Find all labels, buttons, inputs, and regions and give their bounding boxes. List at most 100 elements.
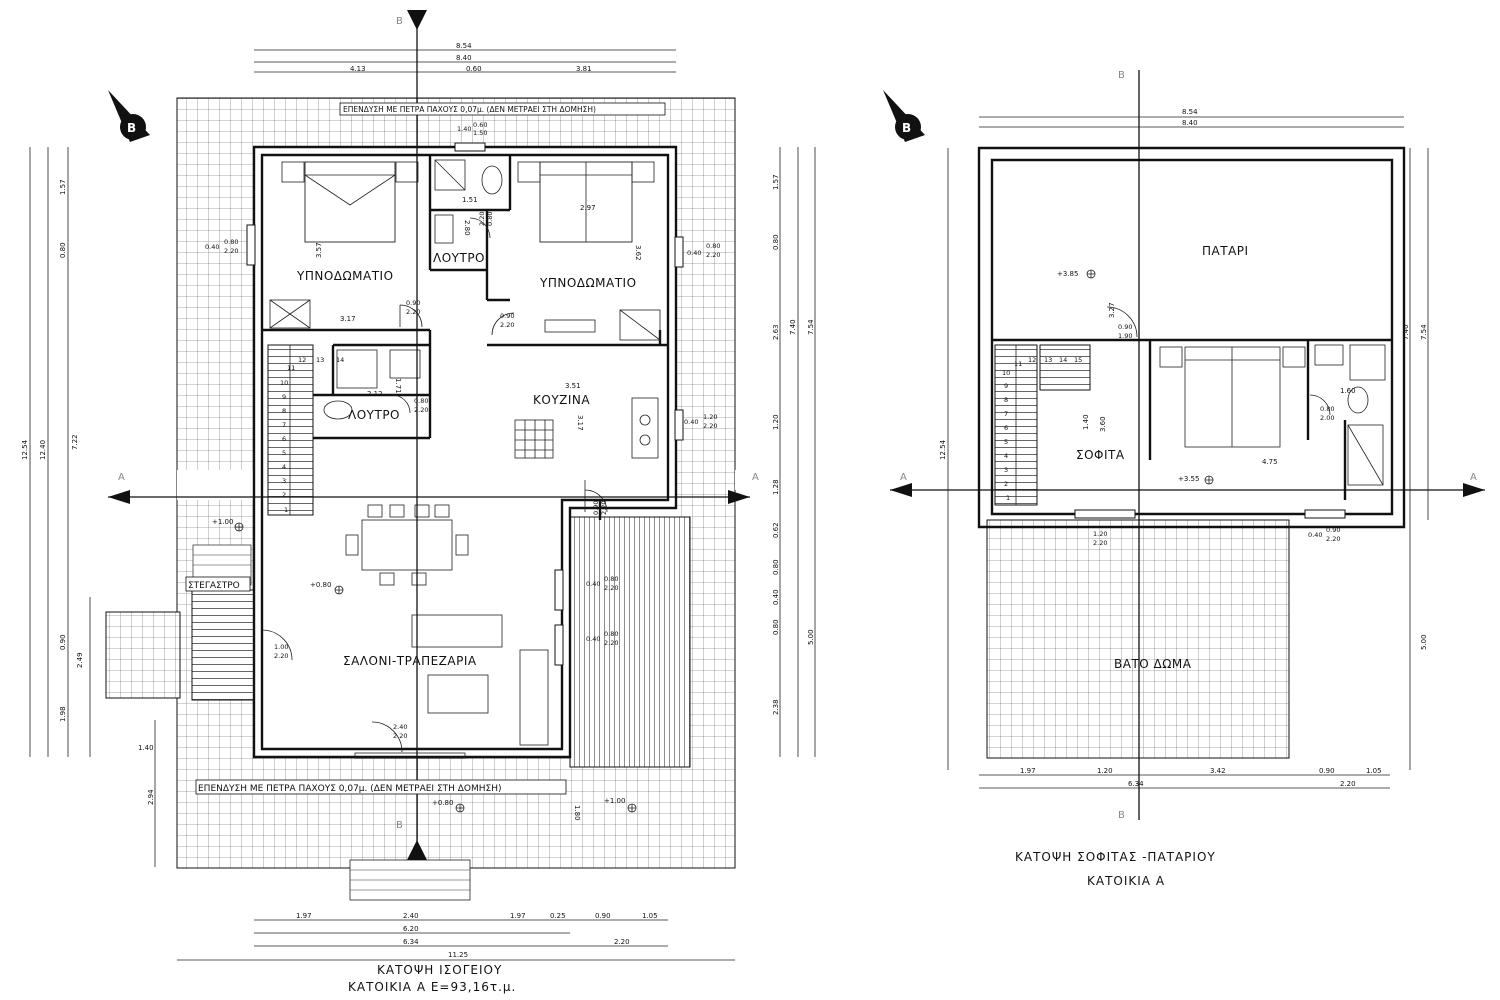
attic-dim-right: 7.40: [1402, 324, 1410, 340]
attic-dim-interior: 4.75: [1262, 458, 1278, 466]
stair-step: 11: [287, 364, 295, 372]
level-loft: +3.85: [1057, 270, 1078, 278]
dim-bottom: 11.25: [448, 951, 468, 959]
room-canopy: ΣΤΕΓΑΣΤΡΟ: [188, 581, 240, 591]
dim-right: 0.80: [772, 619, 780, 635]
room-kitchen: ΚΟΥΖΙΝΑ: [533, 393, 590, 407]
attic-dim-bottom: 3.42: [1210, 767, 1226, 775]
dim-bottom: 1.97: [296, 912, 312, 920]
level-yard: +1.00: [604, 797, 625, 805]
attic-stair-step: 2: [1004, 480, 1008, 488]
north-arrow-icon-attic: [895, 114, 921, 140]
dim-interior: 3.17: [576, 415, 584, 431]
dim-left: 0.90: [59, 634, 67, 650]
section-mark-a: A: [118, 472, 125, 483]
room-living: ΣΑΛΟΝΙ-ΤΡΑΠΕΖΑΡΙΑ: [343, 654, 477, 668]
dim-interior: 3.62: [634, 245, 642, 261]
attic-stair-step: 7: [1004, 410, 1008, 418]
dim-left: 12.54: [21, 439, 29, 460]
attic-stair-step: 15: [1074, 356, 1082, 364]
north-arrow-icon: [120, 114, 146, 140]
dim-right: 0.62: [772, 522, 780, 538]
stair-step: 13: [316, 356, 324, 364]
level-attic: +3.55: [1178, 475, 1199, 483]
window-label: 0.80: [224, 238, 238, 246]
stair-step: 3: [282, 477, 286, 485]
attic-door-label: 0.80: [1320, 405, 1334, 413]
window-label: 1.40: [457, 125, 471, 133]
dim-interior: 2.12: [367, 390, 383, 398]
window-label: 0.60: [473, 121, 487, 129]
door-label: 0.90: [406, 299, 420, 307]
north-label: B: [127, 121, 136, 135]
attic-dim-bottom: 2.20: [1340, 780, 1356, 788]
attic-dim-interior: 1.40: [1082, 414, 1090, 430]
section-mark-b: B: [396, 16, 403, 27]
door-label: 2.40: [393, 723, 407, 731]
stair-step: 7: [282, 421, 286, 429]
attic-section-mark-b: B: [1118, 70, 1125, 81]
dim-right: 1.57: [772, 174, 780, 190]
attic-stair-step: 13: [1044, 356, 1052, 364]
dim-interior: 3.17: [340, 315, 356, 323]
stair-step: 1: [284, 506, 288, 514]
dim-left: 2.49: [76, 652, 84, 668]
stair-step: 6: [282, 435, 286, 443]
dim-stair-width: 1.40: [138, 744, 154, 752]
attic-north-label: B: [902, 121, 911, 135]
attic-stair-step: 11: [1014, 360, 1022, 368]
window-label: 2.20: [604, 639, 618, 647]
door-label: 0.90: [592, 501, 600, 515]
room-bathroom-top: ΛΟΥΤΡΟ: [433, 251, 485, 265]
attic-door-label: 0.90: [1118, 323, 1132, 331]
dim-interior: 1.71: [394, 378, 402, 394]
attic-stair-step: 10: [1002, 369, 1010, 377]
dim-right: 1.20: [772, 414, 780, 430]
dim-bottom: 2.40: [403, 912, 419, 920]
window-label: 0.40: [586, 580, 600, 588]
attic-section-mark-b: B: [1118, 810, 1125, 821]
room-roof-terrace: ΒΑΤΟ ΔΩΜΑ: [1114, 657, 1192, 671]
room-attic: ΣΟΦΙΤΑ: [1076, 448, 1125, 462]
room-loft: ΠΑΤΑΡΙ: [1202, 244, 1249, 258]
attic-door-label: 1.20: [1093, 530, 1107, 538]
dim-right: 7.40: [789, 319, 797, 335]
attic-dim-bottom: 1.20: [1097, 767, 1113, 775]
attic-dim-bottom: 0.90: [1319, 767, 1335, 775]
attic-window-label: 0.40: [1308, 531, 1322, 539]
stair-step: 9: [282, 393, 286, 401]
door-label: 2.20: [500, 321, 514, 329]
level-terrace: +0.80: [432, 799, 453, 807]
door-label: 2.20: [414, 406, 428, 414]
dim-bottom: 6.34: [403, 938, 419, 946]
dim-bottom: 1.05: [642, 912, 658, 920]
dim-interior: 3.57: [315, 242, 323, 258]
door-label: 2.20: [406, 308, 420, 316]
attic-dim-interior: 3.60: [1099, 416, 1107, 432]
attic-dim-right: 5.00: [1420, 634, 1428, 650]
attic-stair-step: 3: [1004, 466, 1008, 474]
dim-top-overall: 8.54: [456, 42, 472, 50]
attic-stair-step: 14: [1059, 356, 1067, 364]
dim-top-inner: 8.40: [456, 54, 472, 62]
attic-door-label: 2.20: [1093, 539, 1107, 547]
window-label: 2.20: [604, 584, 618, 592]
window-label: 2.20: [224, 247, 238, 255]
window-label: 0.40: [687, 249, 701, 257]
window-label: 0.80: [604, 575, 618, 583]
attic-floor-plan: [883, 70, 1485, 820]
note-top: ΕΠΕΝΔΥΣΗ ΜΕ ΠΕΤΡΑ ΠΑΧΟΥΣ 0,07μ. (ΔΕΝ ΜΕΤ…: [343, 105, 596, 114]
dim-left: 12.40: [39, 440, 47, 460]
dim-right: 0.80: [772, 559, 780, 575]
attic-section-mark-a: A: [1470, 472, 1477, 483]
attic-dim-top: 8.40: [1182, 119, 1198, 127]
stair-step: 14: [336, 356, 344, 364]
dim-stair-height: 2.94: [147, 789, 155, 805]
dim-right: 5.00: [807, 629, 815, 645]
attic-dim-bottom: 1.05: [1366, 767, 1382, 775]
stair-step: 2: [282, 491, 286, 499]
stair-step: 10: [280, 379, 288, 387]
dim-interior: 2.97: [580, 204, 596, 212]
dim-right: 2.38: [772, 699, 780, 715]
window-label: 2.20: [703, 422, 717, 430]
